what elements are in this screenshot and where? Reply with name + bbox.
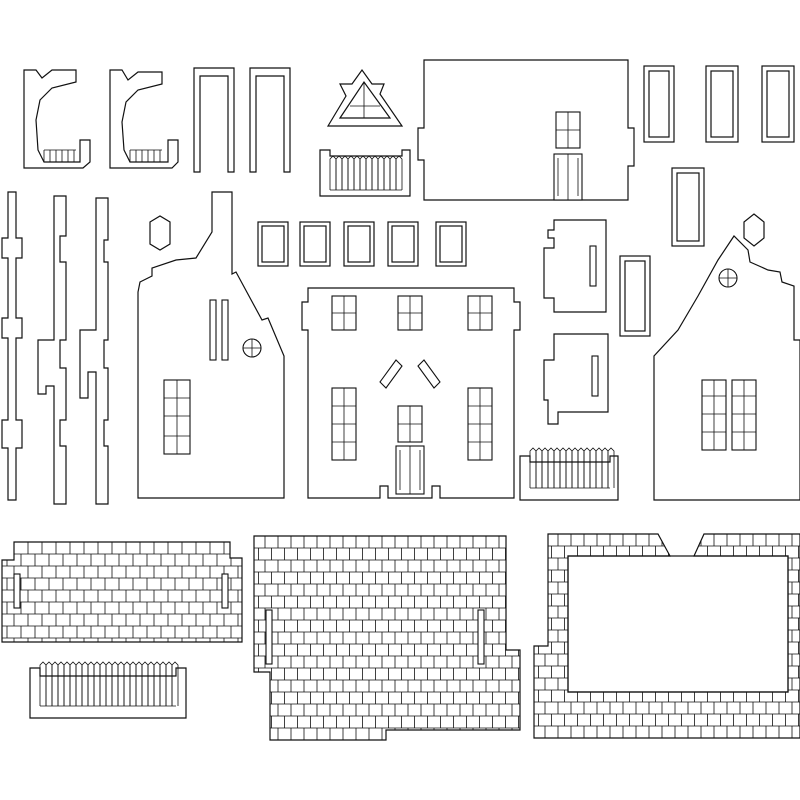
- slot-left-1: [209, 299, 217, 361]
- notched-strip-1: [1, 191, 23, 501]
- square-window-frames: [257, 221, 467, 267]
- bracket-piece-left: [23, 69, 91, 169]
- fence-piece-bottom: [29, 661, 187, 719]
- door-frame-piece-1: [193, 67, 235, 173]
- small-wall-panel-2: [543, 333, 609, 425]
- fence-piece-mid: [519, 447, 619, 501]
- bracket-piece-right: [109, 69, 179, 169]
- front-facade-wall: [301, 287, 521, 499]
- notched-strip-2: [37, 195, 67, 505]
- octagon-window-right: [743, 213, 765, 247]
- roof-panel-center: [253, 535, 521, 741]
- slot-left-2: [221, 299, 229, 361]
- gable-wall-left: [137, 191, 285, 499]
- notched-strip-3: [79, 197, 109, 505]
- small-gable-piece: [326, 68, 404, 127]
- octagon-window-left: [149, 215, 171, 251]
- dormer-slot-left: [379, 359, 403, 389]
- roof-panel-left: [1, 541, 243, 643]
- door-frame-piece-2: [249, 67, 291, 173]
- roof-panel-right: [533, 533, 800, 739]
- window-frame-pieces-mid: [619, 167, 705, 337]
- window-frame-pieces-top: [643, 65, 795, 143]
- dormer-slot-right: [417, 359, 441, 389]
- small-wall-panel-1: [543, 219, 607, 313]
- wall-panel-top: [417, 59, 635, 201]
- fence-piece-top: [319, 149, 411, 197]
- gable-wall-right: [653, 213, 800, 501]
